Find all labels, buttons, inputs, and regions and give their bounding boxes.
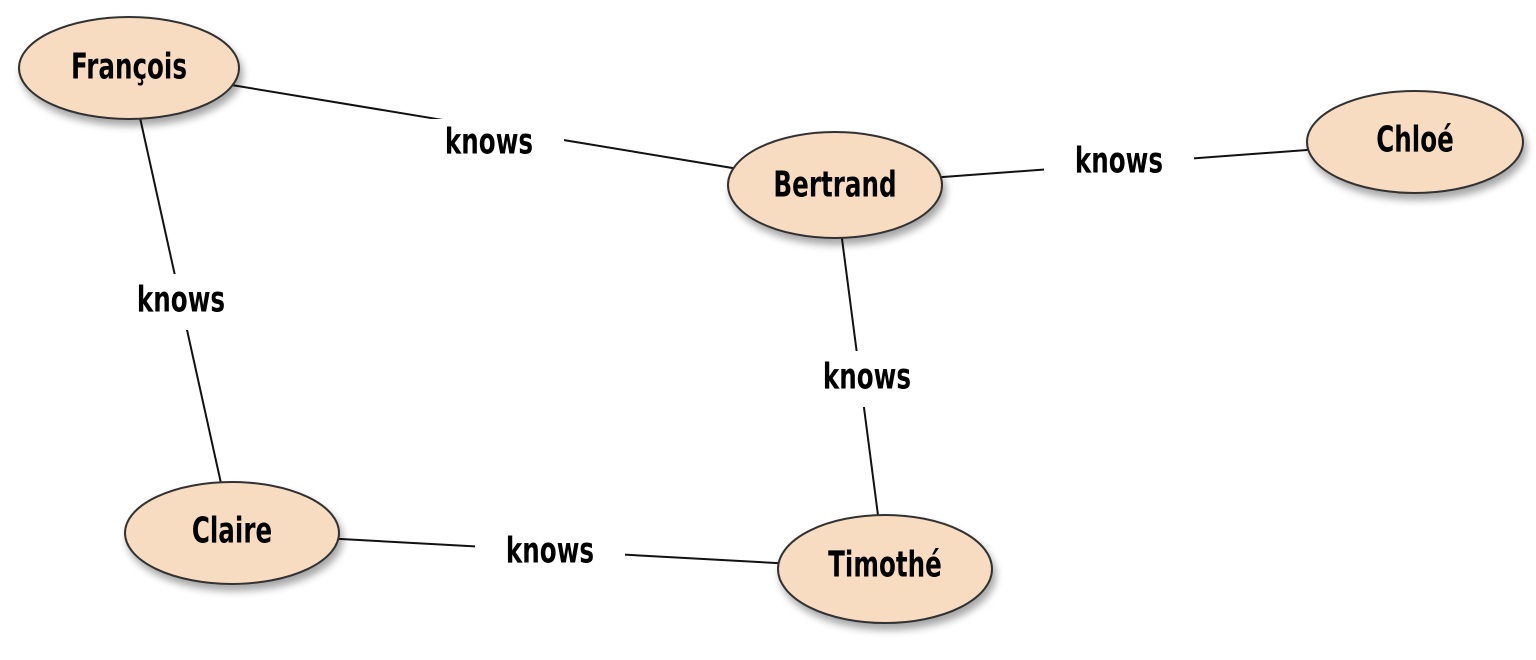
edge-francois-claire: knows — [128, 67, 234, 534]
edge-label-background — [475, 528, 625, 578]
edge-bertrand-timothe: knows — [814, 184, 920, 570]
node-claire: Claire — [124, 481, 340, 585]
edges-layer: knows knows knows knows knows — [128, 67, 1416, 578]
node-ellipse — [1306, 90, 1524, 194]
node-francois: François — [18, 16, 240, 120]
node-ellipse — [727, 131, 943, 239]
node-label: Bertrand — [773, 164, 896, 206]
edge-label-background — [1044, 139, 1194, 187]
edge-label-background — [814, 351, 920, 407]
node-timothe: Timothé — [777, 514, 993, 624]
node-chloe: Chloé — [1306, 90, 1524, 194]
node-bertrand: Bertrand — [727, 131, 943, 239]
node-ellipse — [124, 481, 340, 585]
edge-label: knows — [1075, 140, 1163, 182]
node-ellipse — [18, 16, 240, 120]
edge-bertrand-chloe: knows — [834, 139, 1416, 187]
edge-label: knows — [445, 121, 533, 163]
edge-label: knows — [823, 356, 911, 398]
node-label: Timothé — [828, 544, 942, 586]
edge-label: knows — [506, 530, 594, 572]
node-label: Chloé — [1376, 119, 1454, 161]
edge-francois-bertrand: knows — [128, 67, 836, 186]
edge-label: knows — [137, 279, 225, 321]
node-label: François — [71, 46, 187, 88]
edge-label-background — [414, 119, 564, 169]
node-label: Claire — [192, 510, 272, 552]
edge-claire-timothe: knows — [231, 528, 886, 578]
edge-label-background — [128, 274, 234, 330]
node-ellipse — [777, 514, 993, 624]
